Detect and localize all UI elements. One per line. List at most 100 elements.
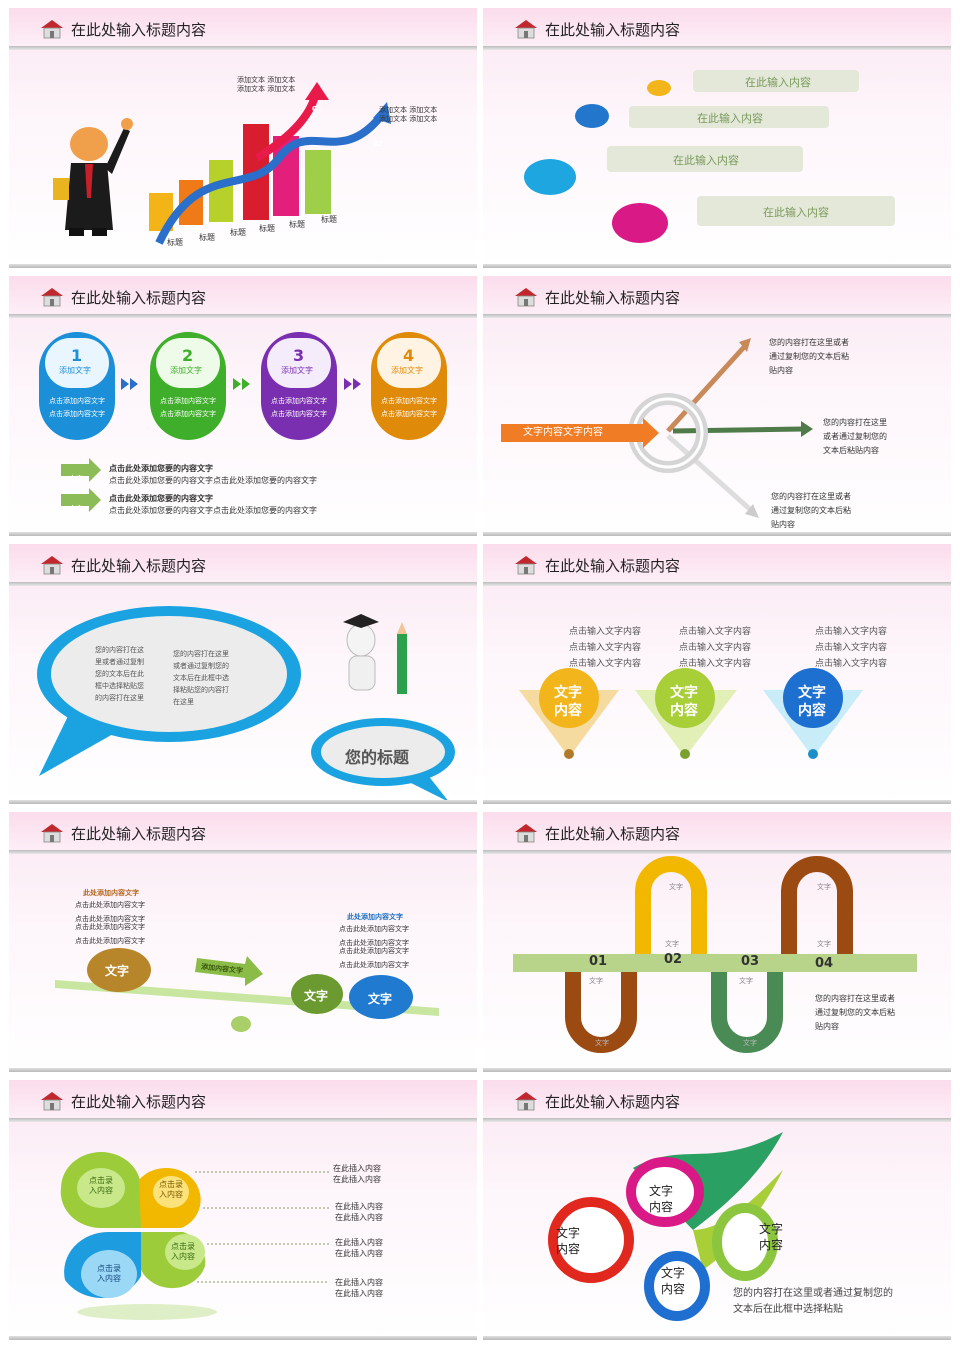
footer-divider [9, 1068, 477, 1072]
footer-divider [483, 532, 951, 536]
petal-3-line-1: 点击录 [171, 1242, 195, 1251]
petal-2-line-1: 点击录 [159, 1180, 183, 1189]
note-line-1: 您的内容打在这里或者通过复制您的 [733, 1288, 893, 1299]
footer-divider [483, 1336, 951, 1340]
funnel-3-label-1: 文字 [798, 685, 826, 701]
slide-4[interactable]: 在此处输入标题内容 文字内容文字内容 您的内容打在这里或者 通过复制您的文本后粘… [483, 276, 951, 536]
number-03: 03 [741, 954, 760, 969]
footer-divider [9, 532, 477, 536]
loop-label: 文字 [817, 940, 831, 948]
slide-header [483, 276, 951, 314]
bubble-graphics [524, 70, 895, 243]
ball-mid-label: 文字 [304, 989, 329, 1003]
right-text-line: 在这里 [173, 698, 194, 706]
right-text-line: 择粘贴您的内容打 [173, 686, 229, 694]
left-line: 点击此处添加内容文字 [75, 923, 145, 931]
content-box-3: 在此输入内容 [673, 154, 739, 167]
note-1-line-1: 在此插入内容 [333, 1164, 381, 1173]
slide-header [483, 812, 951, 850]
note-3-line-1: 在此插入内容 [335, 1238, 383, 1247]
loop-4-line-1: 文字 [661, 1266, 686, 1280]
row-1-tag: 文字 [69, 475, 83, 483]
house-logo-icon [41, 20, 63, 39]
house-logo-icon [41, 288, 63, 307]
note-1-line-3: 贴内容 [769, 366, 793, 375]
right-text-line: 您的内容打在这里 [173, 650, 229, 658]
slide-6[interactable]: 在此处输入标题内容 点击输入文字内容 点击输入文字内容 点击输入文字内容 点击输… [483, 544, 951, 804]
note-2-line-3: 文本后粘贴内容 [823, 446, 879, 455]
step-4-label: 添加文字 [391, 366, 423, 375]
content-box-2: 在此输入内容 [697, 112, 763, 125]
note-line-2: 文本后在此框中选择粘贴 [733, 1304, 843, 1315]
ring-arrows-graphic [501, 338, 813, 518]
footer-divider [9, 1336, 477, 1340]
note-1-line-1: 您的内容打在这里或者 [769, 338, 849, 347]
left-title: 此处添加内容文字 [83, 889, 139, 897]
slide-1[interactable]: 在此处输入标题内容 01 02 添加文本 添加文本 添加文本 添加文本 添加文本… [9, 8, 477, 268]
number-01: 01 [589, 954, 608, 969]
loop-label: 文字 [669, 883, 683, 891]
header-divider [483, 850, 951, 854]
group-1-line: 点击输入文字内容 [569, 627, 642, 637]
house-logo-icon [41, 1092, 63, 1111]
group-2-line: 点击输入文字内容 [679, 643, 752, 653]
slide-5[interactable]: 在此处输入标题内容 您的内容打在这 里或者通过复制 您的文本后在此 框中选择粘贴… [9, 544, 477, 804]
bar-label: 标题 [167, 238, 183, 247]
header-divider [9, 1118, 477, 1122]
note-2-line-2: 在此插入内容 [335, 1213, 383, 1222]
note-2-line-2: 添加文本 添加文本 [379, 115, 438, 123]
badge-01: 01 [312, 105, 322, 113]
step-3-label: 添加文字 [281, 366, 313, 375]
note-4-line-2: 在此插入内容 [335, 1289, 383, 1298]
note-2-line-1: 在此插入内容 [335, 1202, 383, 1211]
row-2-tag: 文字 [69, 505, 83, 513]
header-divider [483, 314, 951, 318]
slide-title: 在此处输入标题内容 [545, 289, 681, 307]
bar-chart-graphic [149, 82, 391, 245]
group-2-line: 点击输入文字内容 [679, 627, 752, 637]
slide-title: 在此处输入标题内容 [71, 557, 207, 575]
house-logo-icon [515, 288, 537, 307]
slide-10[interactable]: 在此处输入标题内容 文字 内容 文字 内容 文字 内容 文字 内容 您的内容打在… [483, 1080, 951, 1340]
step-1-label: 添加文字 [59, 366, 91, 375]
footer-divider [9, 264, 477, 268]
group-1-line: 点击输入文字内容 [569, 659, 642, 669]
step-4-text-1: 点击添加内容文字 [381, 397, 437, 405]
content-box-4: 在此输入内容 [763, 206, 829, 219]
loop-label: 文字 [817, 883, 831, 891]
slide-title: 在此处输入标题内容 [71, 825, 207, 843]
note-2-line-1: 添加文本 添加文本 [379, 106, 438, 114]
note-line-2: 通过复制您的文本后粘 [815, 1008, 895, 1017]
header-divider [9, 850, 477, 854]
loop-4-line-2: 内容 [661, 1282, 686, 1296]
loop-label: 文字 [595, 1039, 609, 1047]
loop-label: 文字 [589, 977, 603, 985]
right-line: 点击此处添加内容文字 [339, 947, 409, 955]
bar-label: 标题 [289, 220, 305, 229]
bar-label: 标题 [259, 224, 275, 233]
right-text-line: 或者通过复制您的 [173, 662, 229, 670]
slide-2[interactable]: 在此处输入标题内容 在此输入内容 在此输入内容 在此输入内容 在此输入内容 [483, 8, 951, 268]
note-1-line-2: 通过复制您的文本后粘 [769, 352, 849, 361]
header-divider [9, 314, 477, 318]
house-logo-icon [41, 824, 63, 843]
slide-8[interactable]: 在此处输入标题内容 01 02 03 04 文字 文字 文字 文字 文字 文字 … [483, 812, 951, 1072]
left-text-line: 框中选择粘贴您 [95, 682, 144, 690]
ball-right-label: 文字 [368, 992, 393, 1006]
header-divider [483, 582, 951, 586]
group-2-line: 点击输入文字内容 [679, 659, 752, 669]
slide-header [483, 1080, 951, 1118]
petal-1-line-1: 点击录 [89, 1176, 113, 1185]
loop-3-line-1: 文字 [759, 1222, 784, 1236]
arrow-label: 文字内容文字内容 [523, 427, 603, 438]
note-3-line-1: 您的内容打在这里或者 [771, 492, 851, 501]
slide-3[interactable]: 在此处输入标题内容 1 添加文字 点击添加内容文字 点击添加内容文字 2 添加文… [9, 276, 477, 536]
step-1-number: 1 [71, 346, 83, 365]
slide-9[interactable]: 在此处输入标题内容 点击录 入内容 点击录 入内容 点击录 入内容 点击录 入内… [9, 1080, 477, 1340]
step-2-label: 添加文字 [170, 366, 202, 375]
step-2-text-2: 点击添加内容文字 [160, 410, 216, 418]
step-4-text-2: 点击添加内容文字 [381, 410, 437, 418]
bubble-title: 您的标题 [345, 748, 410, 767]
slide-7[interactable]: 在此处输入标题内容 此处添加内容文字 点击此处添加内容文字 点击此处添加内容文字… [9, 812, 477, 1072]
businessman-illustration [53, 118, 133, 236]
